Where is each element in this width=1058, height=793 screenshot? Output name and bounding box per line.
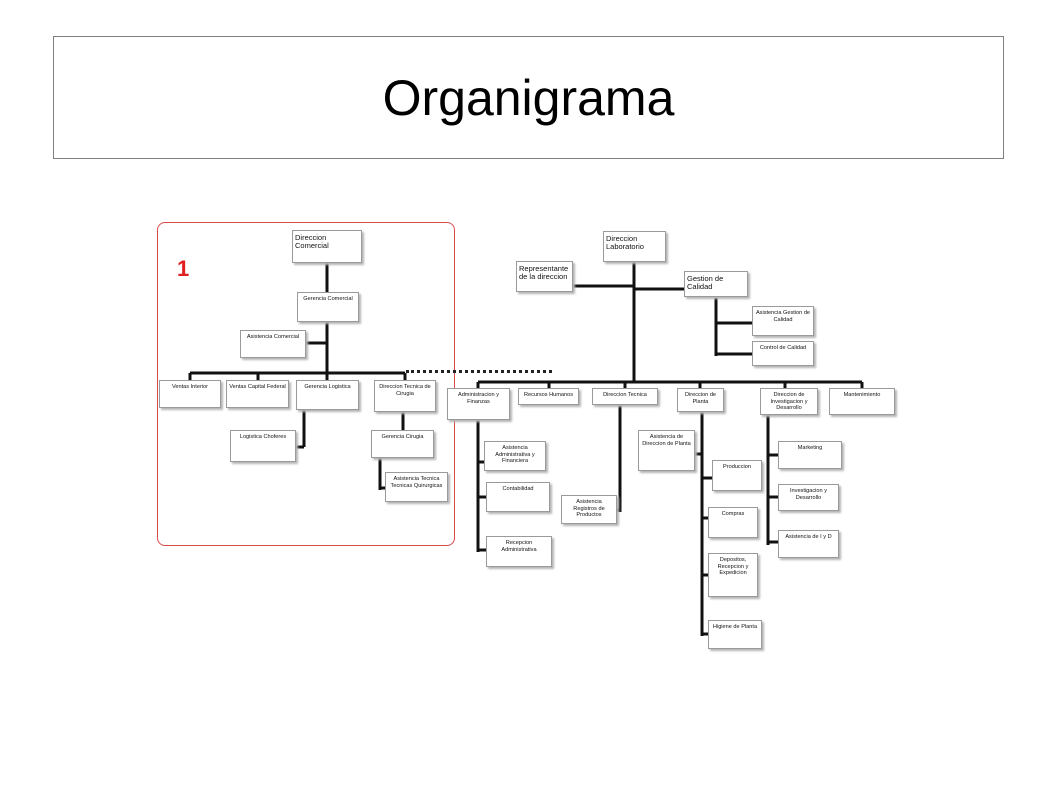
node-direccion-comercial: Direccion Comercial (292, 230, 362, 263)
node-investigacion-desarrollo: Investigacion y Desarrollo (778, 484, 839, 511)
highlight-number: 1 (177, 256, 190, 281)
node-direccion-id: Direccion de Investigacion y Desarrollo (760, 388, 818, 415)
node-direccion-laboratorio: Direccion Laboratorio (603, 231, 666, 262)
node-gerencia-comercial: Gerencia Comercial (297, 292, 359, 322)
node-asistencia-id: Asistencia de I y D (778, 530, 839, 558)
node-logistica-choferes: Logistica Choferes (230, 430, 296, 462)
dotted-link (406, 370, 552, 373)
node-representante: Representante de la direccion (516, 261, 573, 292)
highlight-frame (157, 222, 455, 546)
node-gerencia-cirugia: Gerencia Cirugia (371, 430, 434, 458)
node-higiene-planta: Higiene de Planta (708, 620, 762, 649)
node-ventas-interior: Ventas Interior (159, 380, 221, 408)
node-direccion-tecnica-cirugia: Direccion Tecnica de Cirugia (374, 380, 436, 412)
node-asistencia-tecnica-quirurgicas: Asistencia Tecnica Tecnicas Quirurgicas (385, 472, 448, 502)
node-asistencia-direccion-planta: Asistencia de Direccion de Planta (638, 430, 695, 471)
node-administracion-finanzas: Administracion y Finanzas (447, 388, 510, 420)
node-produccion: Produccion (712, 460, 762, 491)
node-gerencia-logistica: Gerencia Logistica (296, 380, 359, 410)
node-contabilidad: Contabilidad (486, 482, 550, 512)
node-compras: Compras (708, 507, 758, 538)
node-asistencia-registros: Asistencia Registros de Productos (561, 495, 617, 524)
node-direccion-tecnica: Direccion Tecnica (592, 388, 658, 405)
title-box: Organigrama (53, 36, 1004, 159)
slide-title: Organigrama (382, 69, 675, 126)
node-recepcion-administrativa: Recepcion Administrativa (486, 536, 552, 567)
node-asistencia-gestion-calidad: Asistencia Gestion de Calidad (752, 306, 814, 336)
node-asistencia-comercial: Asistencia Comercial (240, 330, 306, 358)
node-gestion-calidad: Gestion de Calidad (684, 271, 748, 297)
node-ventas-capital: Ventas Capital Federal (226, 380, 289, 408)
node-direccion-planta: Direccion de Planta (677, 388, 724, 412)
node-control-calidad: Control de Calidad (752, 341, 814, 366)
node-marketing: Marketing (778, 441, 842, 469)
node-depositos: Depositos, Recepcion y Expedicion (708, 553, 758, 597)
node-mantenimiento: Mantenimiento (829, 388, 895, 415)
node-recursos-humanos: Recursos Humanos (518, 388, 579, 405)
node-asistencia-administrativa: Asistencia Administrativa y Financiera (484, 441, 546, 471)
